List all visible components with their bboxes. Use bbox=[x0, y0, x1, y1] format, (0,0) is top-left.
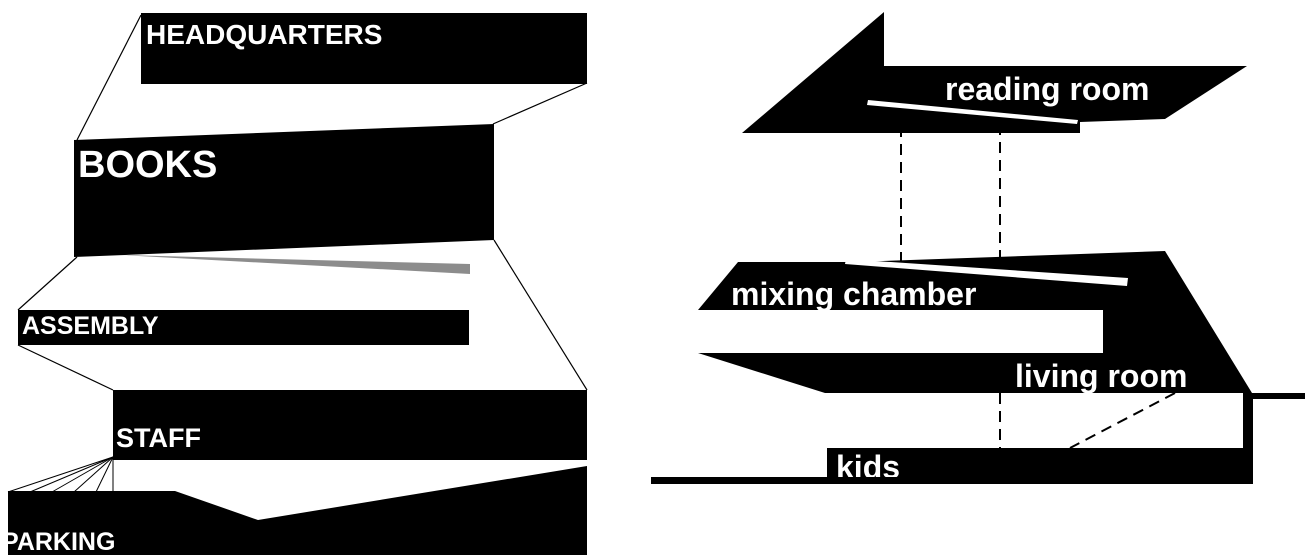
books-shadow-wedge bbox=[120, 255, 470, 274]
mixing-chamber-slit bbox=[845, 259, 1128, 286]
dashed-supports-upper bbox=[900, 124, 1001, 262]
headquarters-label: HEADQUARTERS bbox=[146, 19, 382, 50]
section-diagram: reading room mixing chamber living room … bbox=[651, 12, 1305, 485]
stacked-program-diagram: HEADQUARTERS BOOKS ASSEMBLY STAFF PARKIN… bbox=[2, 13, 588, 555]
staff-to-parking-fan bbox=[7, 456, 114, 493]
living-room-label: living room bbox=[1015, 358, 1187, 394]
ground-line bbox=[651, 393, 1305, 484]
skin-outline-lines bbox=[17, 14, 588, 391]
books-block bbox=[74, 124, 494, 257]
assembly-block bbox=[18, 310, 469, 345]
reading-room-label: reading room bbox=[945, 71, 1149, 107]
parking-block bbox=[8, 466, 587, 555]
books-label: BOOKS bbox=[78, 144, 217, 186]
mixing-chamber-label: mixing chamber bbox=[731, 276, 976, 312]
reading-room-slit bbox=[867, 100, 1078, 124]
staff-block bbox=[113, 390, 587, 460]
mixing-living-volume bbox=[698, 251, 1252, 393]
headquarters-block bbox=[141, 13, 587, 84]
assembly-label: ASSEMBLY bbox=[22, 312, 159, 340]
kids-block bbox=[827, 393, 1252, 483]
parking-label: PARKING bbox=[2, 528, 115, 555]
staff-label: STAFF bbox=[116, 423, 201, 453]
dashed-supports-lower bbox=[999, 392, 1176, 449]
